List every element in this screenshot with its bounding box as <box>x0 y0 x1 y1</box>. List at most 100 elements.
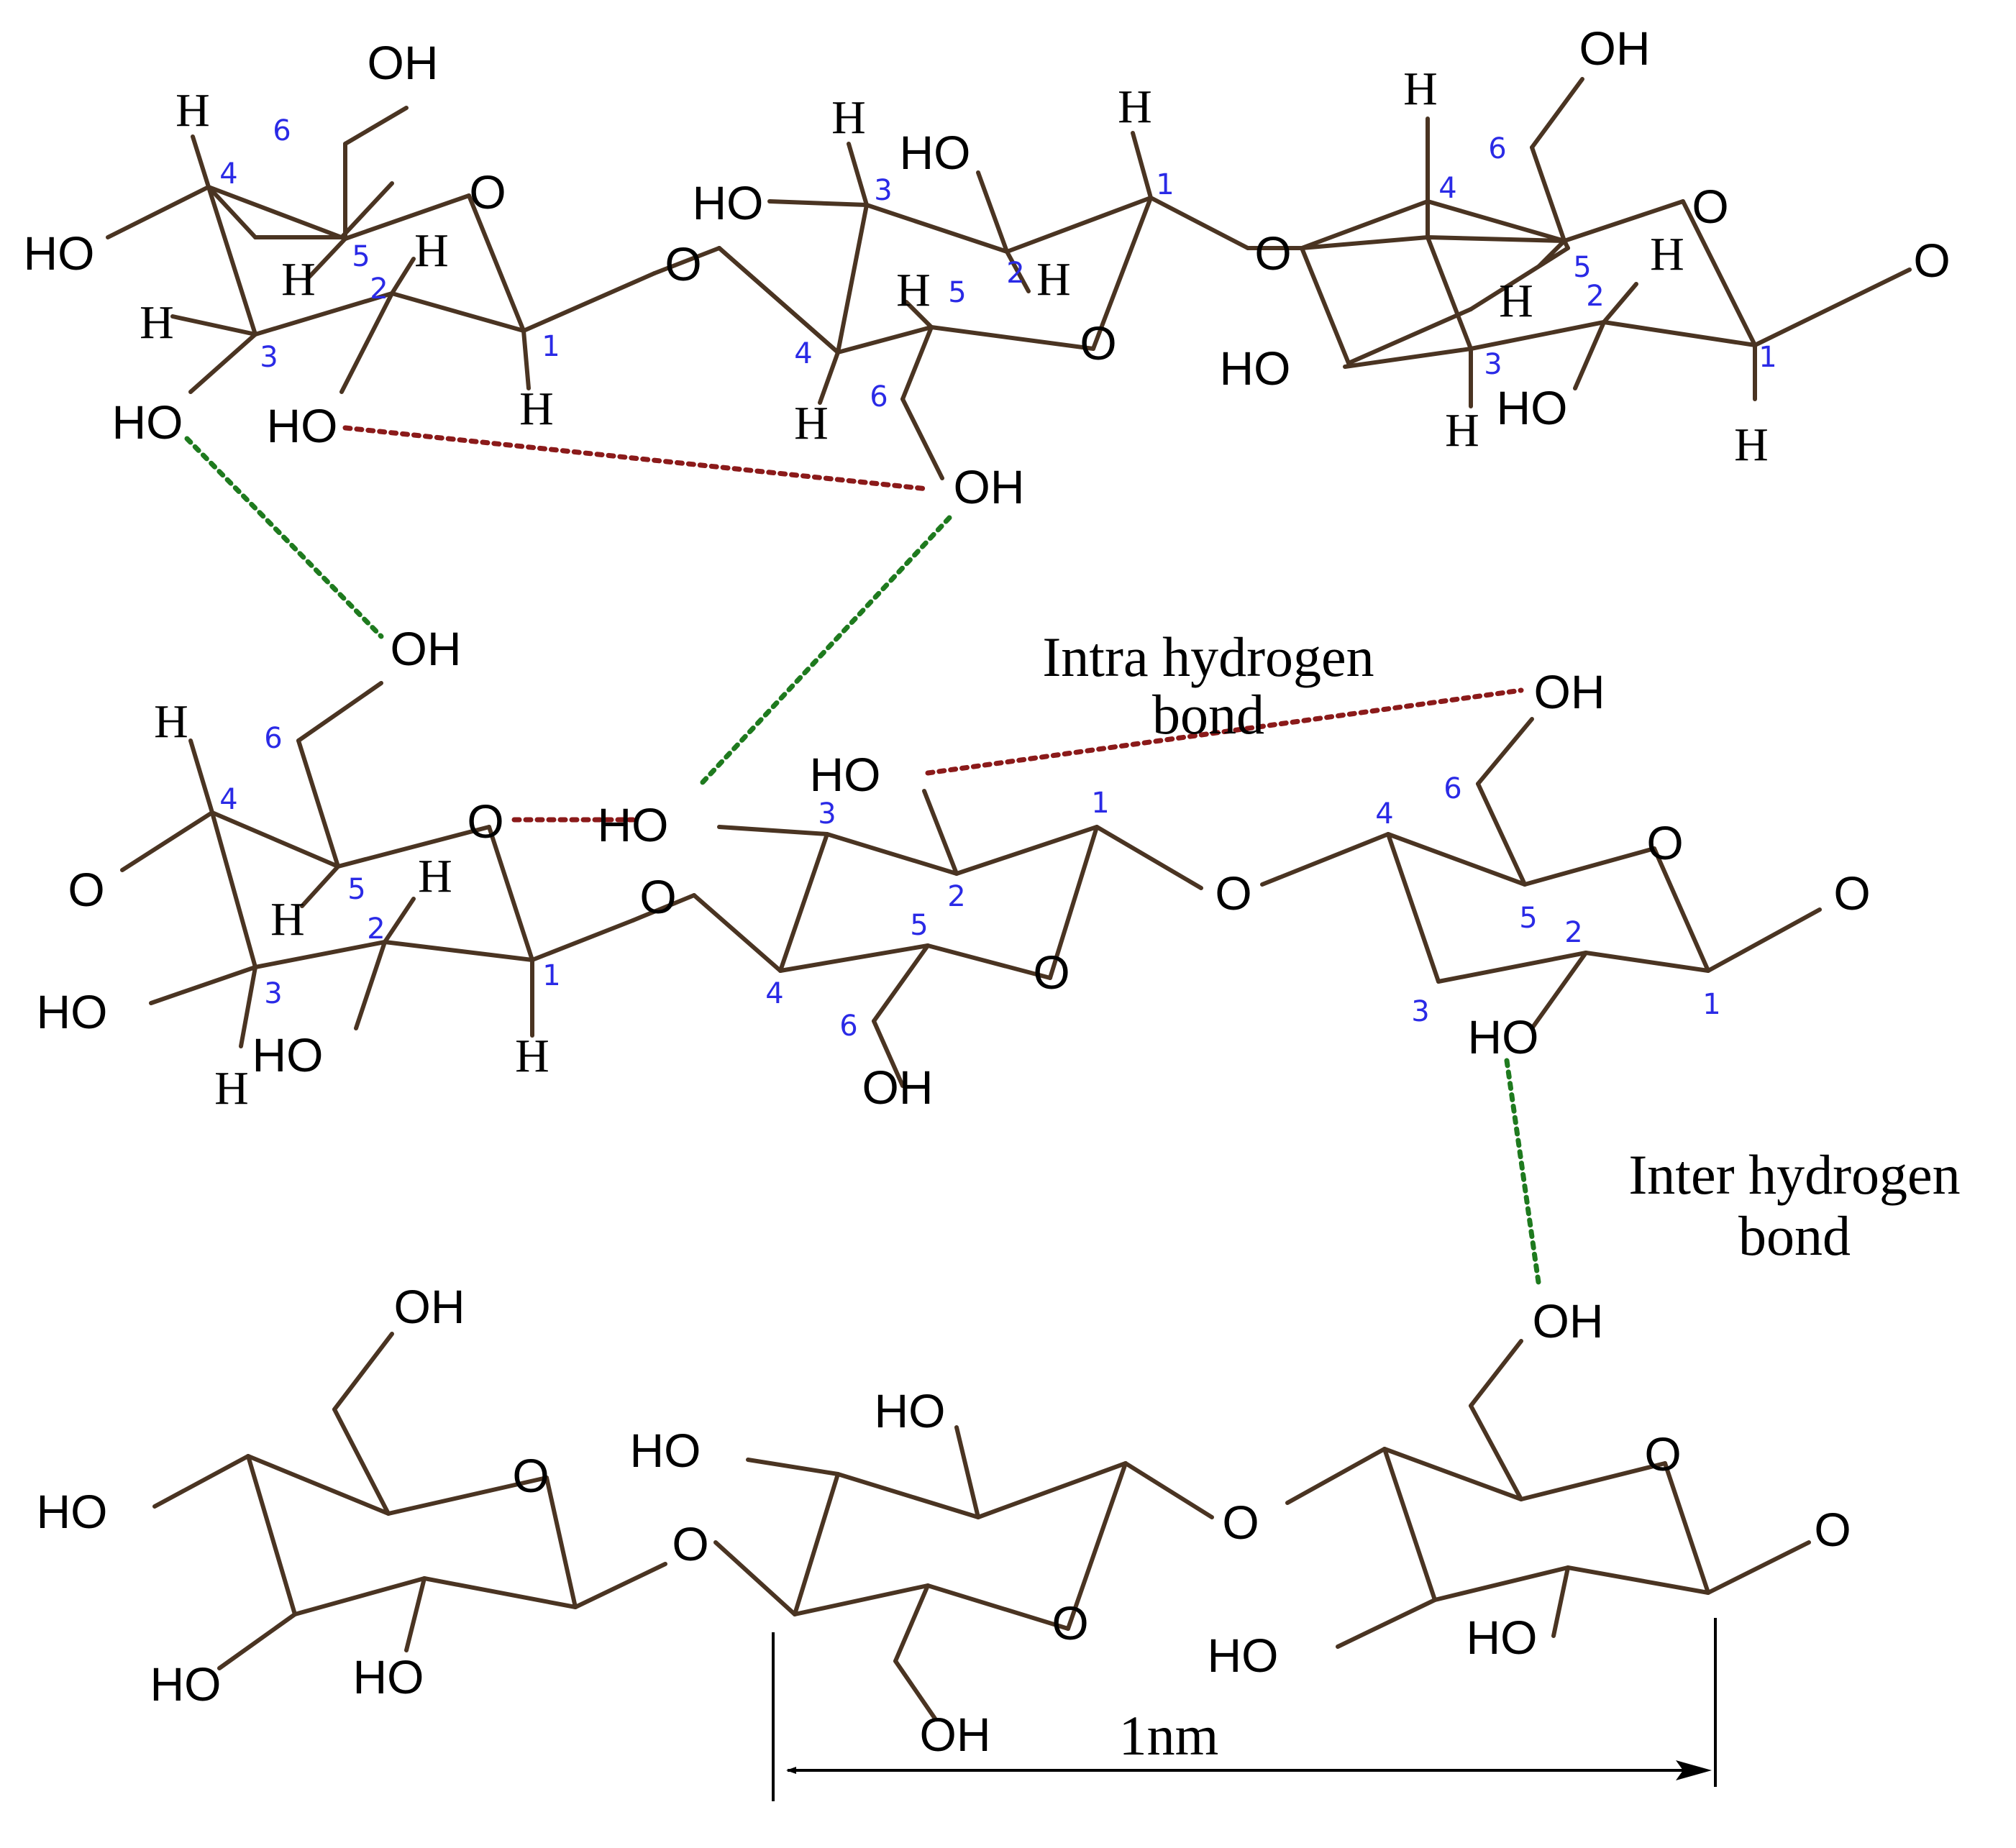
bond <box>120 810 214 872</box>
oxygen-atom-label: O <box>1814 1503 1851 1556</box>
bond <box>1382 1447 1437 1602</box>
bond <box>1706 907 1822 973</box>
hydroxyl-label: HO <box>267 399 338 452</box>
hydrogen-atom-label: H <box>794 397 829 449</box>
carbon-number: 3 <box>818 797 836 831</box>
hydroxyl-label: HO <box>1220 342 1291 395</box>
carbon-number: 3 <box>874 174 892 207</box>
bond <box>778 943 930 973</box>
bond <box>1523 846 1656 887</box>
bond <box>767 199 869 207</box>
intra-hydrogen-bond-label: Intra hydrogen bond <box>1042 626 1374 746</box>
bond <box>1469 320 1606 351</box>
bond <box>217 1612 297 1670</box>
bond <box>253 940 387 969</box>
hydroxyl-label: HO <box>1208 1629 1279 1682</box>
hydroxyl-label: HO <box>900 126 971 179</box>
bond <box>926 1583 1070 1631</box>
bond <box>1584 951 1710 973</box>
hydrogen-atom-label: H <box>154 695 188 748</box>
carbon-number: 4 <box>219 783 237 816</box>
bond <box>818 350 840 405</box>
bond <box>383 940 534 962</box>
carbon-number: 1 <box>1091 787 1109 820</box>
bond <box>692 893 783 973</box>
hydrogen-atom-label: H <box>418 850 452 902</box>
bond <box>573 1562 667 1609</box>
inter-hydrogen-bond <box>1504 1058 1542 1290</box>
bond <box>206 185 257 337</box>
bond <box>778 832 829 973</box>
bond <box>836 1472 980 1519</box>
hydrogen-atom-label: H <box>281 253 316 306</box>
bond <box>149 965 257 1005</box>
bond <box>1562 199 1685 243</box>
bond <box>1426 199 1566 243</box>
hydroxyl-label: OH <box>920 1708 991 1761</box>
bond <box>926 943 1052 980</box>
intra-label-line-2: bond <box>1152 683 1264 746</box>
carbon-number: 1 <box>1702 988 1720 1021</box>
bond <box>976 1461 1128 1519</box>
bond <box>1566 1565 1710 1595</box>
bond <box>1300 235 1430 250</box>
bond <box>900 397 944 480</box>
bond <box>836 203 869 354</box>
bond <box>793 1472 840 1616</box>
bond <box>386 1476 549 1516</box>
bond <box>300 864 340 908</box>
bond <box>1005 196 1153 254</box>
hydroxyl-label: HO <box>1467 1611 1538 1664</box>
bond <box>713 1540 797 1616</box>
scale-label: 1nm <box>1119 1704 1219 1767</box>
oxygen-atom-label: O <box>1913 234 1950 287</box>
hydrogen-atom-label: H <box>831 91 866 144</box>
oxygen-atom-label: O <box>1646 816 1683 869</box>
bond <box>825 832 959 876</box>
hydrogen-atom-label: H <box>1499 275 1533 327</box>
carbon-number: 4 <box>765 977 783 1010</box>
intra-hydrogen-bond <box>342 425 931 492</box>
bond <box>1551 1565 1570 1638</box>
oxygen-atom-label: O <box>1644 1427 1681 1481</box>
bond <box>836 325 934 354</box>
bond <box>717 246 840 354</box>
carbon-number: 5 <box>352 240 370 273</box>
bond <box>188 332 257 394</box>
oxygen-atom-label: O <box>1052 1596 1088 1650</box>
bond <box>1300 246 1351 365</box>
carbon-number: 2 <box>370 273 388 306</box>
carbon-number: 3 <box>264 977 282 1010</box>
carbon-number: 5 <box>910 909 928 942</box>
bond <box>631 893 696 923</box>
oxygen-atom-label: O <box>512 1449 549 1502</box>
carbon-number: 4 <box>794 337 812 370</box>
carbon-number: 6 <box>1488 132 1506 165</box>
hydrogen-atom-label: H <box>1036 253 1071 306</box>
bond <box>1095 825 1203 890</box>
bond <box>339 291 394 394</box>
bond <box>293 1576 427 1616</box>
carbon-number: 6 <box>839 1010 857 1043</box>
hydrogen-atom-label: H <box>1734 418 1769 471</box>
bond <box>1519 1461 1667 1501</box>
bond <box>904 300 934 329</box>
oxygen-atom-label: O <box>1254 227 1291 280</box>
bond <box>1652 846 1710 973</box>
inter-hydrogen-bond <box>698 515 952 787</box>
bond <box>152 1454 250 1509</box>
carbon-number: 4 <box>1438 172 1456 205</box>
carbon-number: 5 <box>1573 251 1591 284</box>
bond <box>307 237 347 279</box>
carbon-number: 6 <box>1443 772 1461 805</box>
bond <box>210 810 257 969</box>
bond <box>1436 951 1588 984</box>
hydroxyl-label: OH <box>1579 22 1651 75</box>
inter-label-line-2: bond <box>1738 1204 1851 1267</box>
hydrogen-atom-label: H <box>1403 63 1438 115</box>
hydrogen-atom-label: H <box>1445 404 1479 457</box>
hydroxyl-label: HO <box>1497 381 1568 434</box>
oxygen-atom-label: O <box>639 870 676 923</box>
bond <box>390 291 526 333</box>
